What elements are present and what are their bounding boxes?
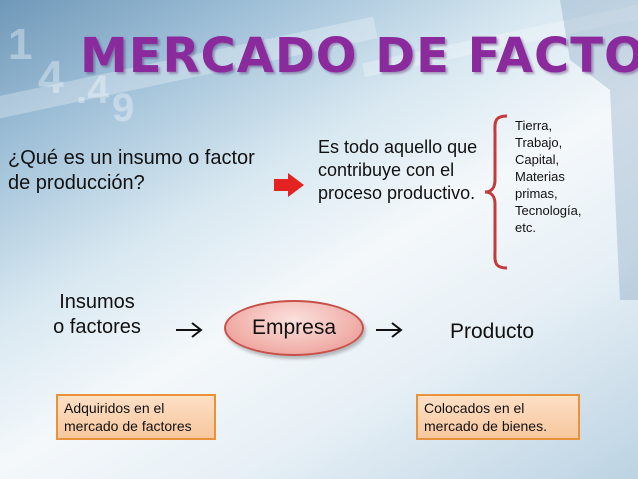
list-item: etc. bbox=[515, 220, 536, 235]
list-item: Tecnología, bbox=[515, 203, 582, 218]
arrow-right-icon bbox=[376, 322, 403, 338]
list-item: Capital, bbox=[515, 152, 560, 167]
inputs-label-line: Insumos bbox=[59, 291, 135, 313]
list-item: Trabajo, bbox=[515, 135, 563, 150]
product-label: Producto bbox=[450, 320, 535, 343]
list-item: Tierra, bbox=[515, 118, 553, 133]
inputs-label-line: o factores bbox=[53, 316, 141, 338]
factors-list: Tierra, Trabajo, Capital, Materias prima… bbox=[515, 117, 625, 236]
list-item: primas, bbox=[515, 186, 558, 201]
background-rising-arrow bbox=[560, 0, 638, 300]
company-label: Empresa bbox=[251, 316, 337, 339]
left-brace-icon bbox=[484, 114, 508, 270]
background-digit: 9 bbox=[112, 86, 135, 130]
inputs-label: Insumos o factores bbox=[32, 290, 162, 340]
background-digit: .4 bbox=[76, 68, 110, 112]
definition-text: Es todo aquello que contribuye con el pr… bbox=[318, 137, 478, 203]
page-title: MERCADO DE FACTORES bbox=[80, 28, 638, 84]
background-digit: 1 bbox=[8, 20, 33, 69]
question-text: ¿Qué es un insumo o factor de producción… bbox=[8, 147, 255, 194]
list-item: Materias bbox=[515, 169, 565, 184]
red-arrow-icon bbox=[274, 173, 304, 197]
background-digit: 4 bbox=[38, 51, 64, 103]
company-ellipse: Empresa bbox=[224, 300, 364, 356]
product-note-box: Colocados en el mercado de bienes. bbox=[416, 394, 580, 440]
arrow-right-icon bbox=[176, 322, 203, 338]
inputs-note-box: Adquiridos en el mercado de factores bbox=[56, 394, 216, 440]
